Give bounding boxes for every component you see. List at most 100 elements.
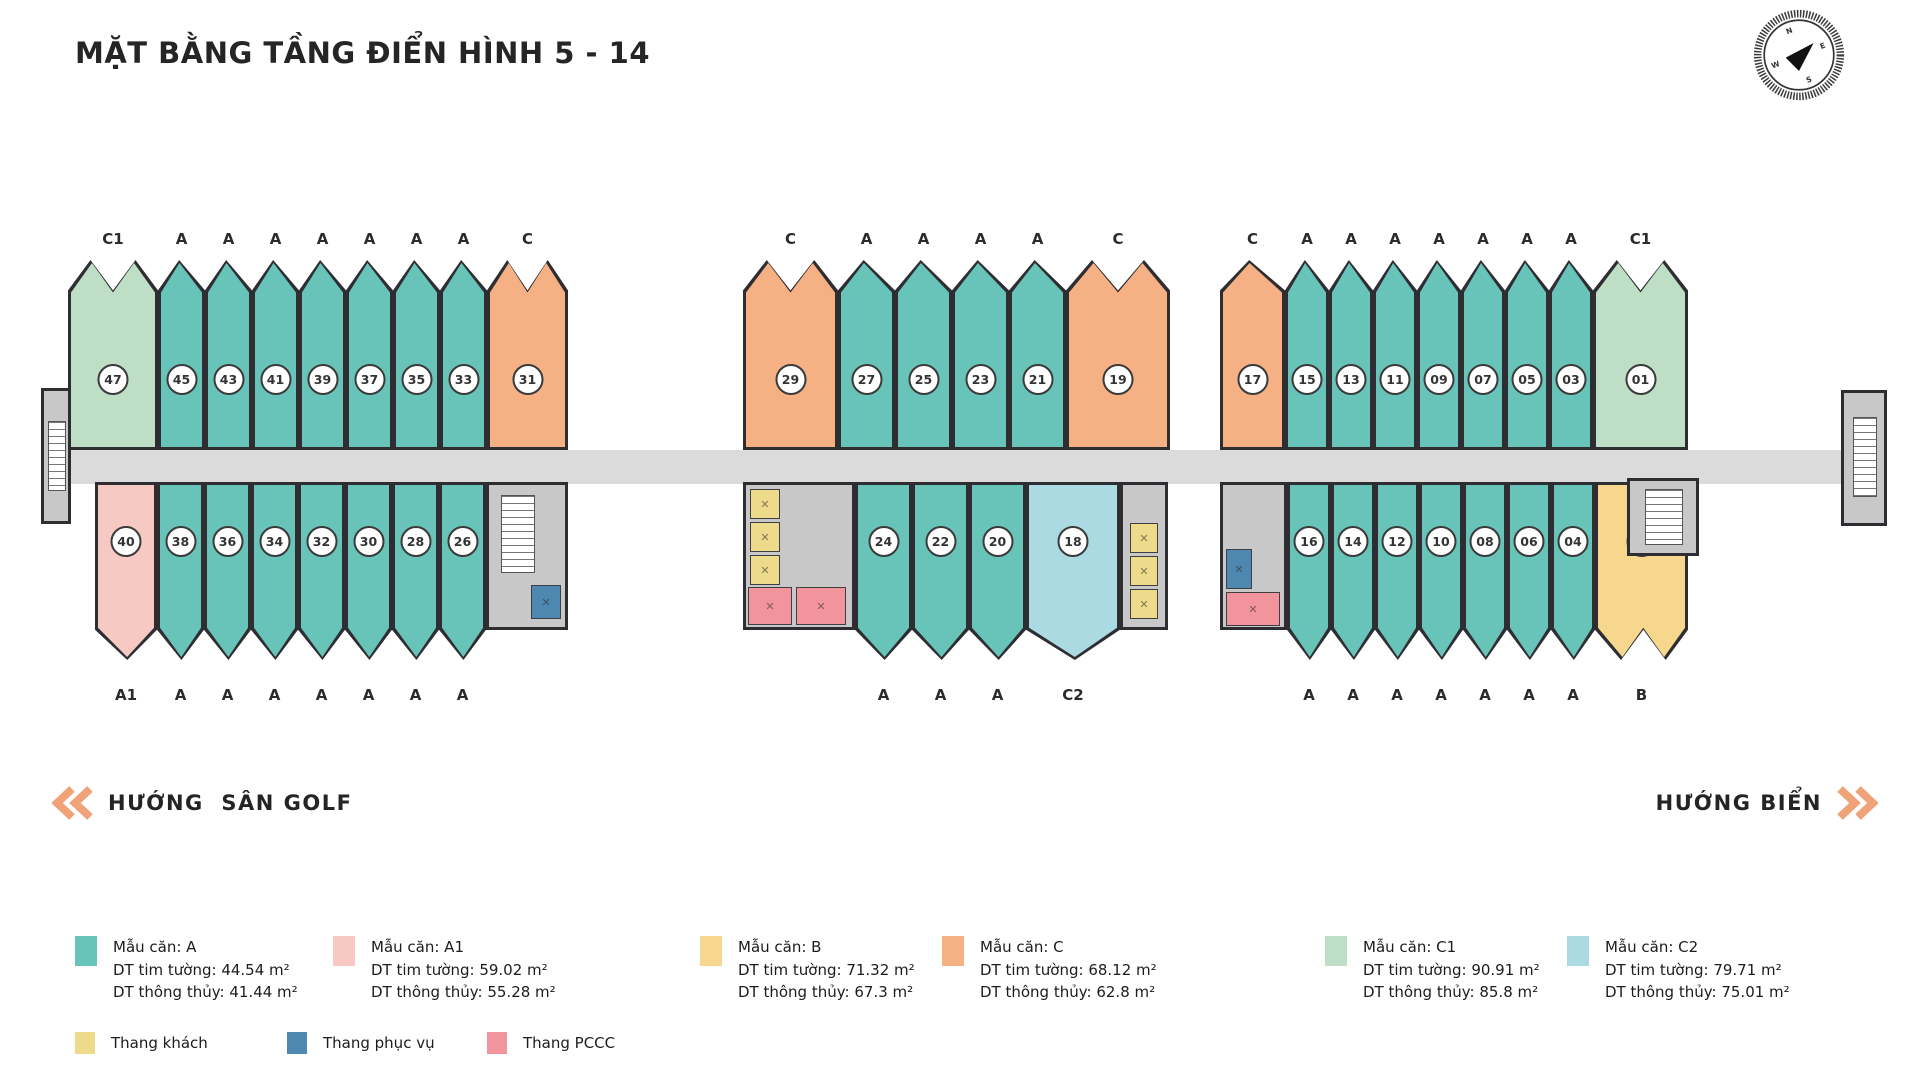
- elevator-cell: ✕: [750, 522, 780, 552]
- unit-type-label: A: [1479, 686, 1491, 704]
- staircase: [1645, 489, 1683, 545]
- unit-number: 40: [110, 526, 142, 557]
- unit-type-label: A: [1435, 686, 1447, 704]
- legend-unit-label: Mẫu căn: A: [113, 938, 197, 956]
- unit-number: 16: [1293, 526, 1325, 557]
- unit-number: 01: [1625, 364, 1656, 395]
- unit-type-label: A: [362, 686, 375, 704]
- unit-type-label: A: [1477, 230, 1489, 248]
- unit-type-label: C: [1246, 230, 1259, 248]
- unit-area: [1288, 263, 1326, 447]
- unit-area: [349, 263, 390, 447]
- core-left-edge: [41, 388, 71, 524]
- elevator-cell: ✕: [1226, 592, 1280, 626]
- staircase: [48, 421, 66, 491]
- legend-stair-label: Thang khách: [111, 1034, 208, 1052]
- unit-29: 29: [743, 260, 838, 450]
- unit-number: 26: [447, 526, 478, 557]
- compass-cardinal: W: [1770, 59, 1782, 71]
- unit-number: 28: [400, 526, 431, 557]
- unit-area: [1334, 485, 1372, 657]
- unit-number: 24: [868, 526, 899, 557]
- unit-07: 07: [1461, 260, 1505, 450]
- unit-number: 23: [965, 364, 996, 395]
- elevator-cell: ✕: [1130, 556, 1158, 586]
- legend-swatch: [75, 936, 97, 966]
- unit-area: [208, 263, 249, 447]
- unit-type-label: A: [268, 686, 281, 704]
- unit-17: 17: [1220, 260, 1285, 450]
- unit-area: [396, 263, 437, 447]
- unit-area: [1508, 263, 1546, 447]
- legend-area-value: DT tim tường: 90.91 m²: [1363, 960, 1540, 979]
- unit-number: 21: [1022, 364, 1053, 395]
- unit-03: 03: [1549, 260, 1593, 450]
- unit-number: 11: [1379, 364, 1411, 395]
- unit-type-label: A: [1347, 686, 1359, 704]
- unit-number: 22: [925, 526, 956, 557]
- unit-type-label: A: [174, 686, 187, 704]
- unit-38: 38: [157, 482, 204, 660]
- core-service-pccc: ✕✕: [1220, 482, 1287, 630]
- unit-number: 47: [97, 364, 129, 395]
- legend-swatch: [287, 1032, 307, 1055]
- unit-area: [1420, 263, 1458, 447]
- unit-type-label: C: [521, 230, 534, 248]
- unit-number: 29: [775, 364, 806, 395]
- unit-type-label: A: [410, 230, 423, 248]
- unit-type-label: A: [877, 686, 890, 704]
- unit-type-label: A: [1345, 230, 1357, 248]
- unit-area: [301, 485, 342, 657]
- legend-swatch: [1567, 936, 1589, 966]
- unit-number: 31: [512, 364, 543, 395]
- unit-15: 15: [1285, 260, 1329, 450]
- unit-area: [858, 485, 909, 657]
- legend-area-value: DT thông thủy: 55.28 m²: [371, 983, 556, 1001]
- unit-number: 15: [1291, 364, 1323, 395]
- unit-area: [1466, 485, 1504, 657]
- unit-number: 39: [307, 364, 338, 395]
- legend-swatch: [1325, 936, 1347, 966]
- unit-37: 37: [346, 260, 393, 450]
- unit-number: 05: [1511, 364, 1543, 395]
- unit-number: 41: [260, 364, 291, 395]
- unit-28: 28: [392, 482, 439, 660]
- unit-type-label: A: [1523, 686, 1535, 704]
- unit-04: 04: [1551, 482, 1595, 660]
- unit-area: [1510, 485, 1548, 657]
- unit-22: 22: [912, 482, 969, 660]
- legend-swatch: [942, 936, 964, 966]
- unit-number: 36: [212, 526, 243, 557]
- unit-16: 16: [1287, 482, 1331, 660]
- unit-number: 13: [1335, 364, 1367, 395]
- legend-unit-label: Mẫu căn: C: [980, 938, 1064, 956]
- compass-cardinal: N: [1785, 26, 1794, 37]
- unit-type-label: A: [221, 686, 234, 704]
- unit-type-label: C1: [102, 230, 124, 248]
- direction-sea-label: HƯỚNG BIỂN: [1655, 791, 1822, 815]
- unit-41: 41: [252, 260, 299, 450]
- unit-area: [915, 485, 966, 657]
- core-right-edge: [1841, 390, 1887, 526]
- unit-type-label: A: [1301, 230, 1313, 248]
- unit-type-label: C: [784, 230, 797, 248]
- unit-number: 30: [353, 526, 384, 557]
- unit-area: [395, 485, 436, 657]
- legend-area-value: DT tim tường: 59.02 m²: [371, 960, 548, 979]
- unit-type-label: A: [1031, 230, 1044, 248]
- elevator-cell: ✕: [796, 587, 846, 625]
- legend-swatch: [487, 1032, 507, 1055]
- unit-type-label: A: [269, 230, 282, 248]
- chevrons-left-icon: [52, 786, 93, 820]
- unit-area: [302, 263, 343, 447]
- unit-area: [1069, 263, 1167, 447]
